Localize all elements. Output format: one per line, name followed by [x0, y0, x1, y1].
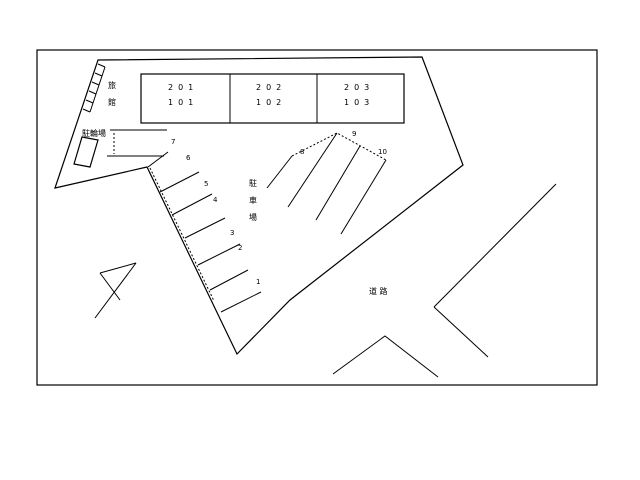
parking-spaces-left	[147, 151, 262, 313]
space-number: 9	[352, 130, 356, 138]
building: 201 101 202 102 203 103	[140, 73, 405, 124]
unit-202-label: 202	[256, 83, 286, 92]
road-label: 道 路	[369, 286, 388, 296]
side-label-top: 旅	[108, 80, 116, 90]
bicycle-lot-label: 駐輪場	[82, 128, 106, 138]
unit-102-label: 102	[256, 98, 286, 107]
space-number: 1	[256, 278, 260, 286]
side-label-bottom: 館	[108, 97, 116, 107]
bicycle-rack	[73, 136, 99, 168]
space-number: 3	[230, 229, 234, 237]
parking-lot-label: 車	[249, 195, 257, 205]
space-number: 10	[378, 148, 387, 156]
unit-101-label: 101	[168, 98, 198, 107]
bicycle-lot: 駐輪場	[73, 128, 167, 168]
parking-lot-label: 場	[249, 212, 257, 222]
map-frame	[36, 49, 598, 386]
unit-201-label: 201	[168, 83, 198, 92]
unit-103-label: 103	[344, 98, 374, 107]
space-number: 5	[204, 180, 208, 188]
space-number: 4	[213, 196, 218, 204]
north-arrow-icon	[94, 262, 137, 319]
building-outline	[140, 73, 405, 124]
staircase	[82, 63, 106, 113]
space-number: 8	[300, 148, 304, 156]
unit-203-label: 203	[344, 83, 374, 92]
space-number: 7	[171, 138, 175, 146]
space-number: 6	[186, 154, 191, 162]
site-boundary	[54, 56, 464, 356]
road	[332, 183, 557, 378]
space-number: 2	[238, 244, 242, 252]
parking-spaces-right	[266, 132, 387, 235]
parking-lot-label: 駐	[249, 178, 257, 188]
